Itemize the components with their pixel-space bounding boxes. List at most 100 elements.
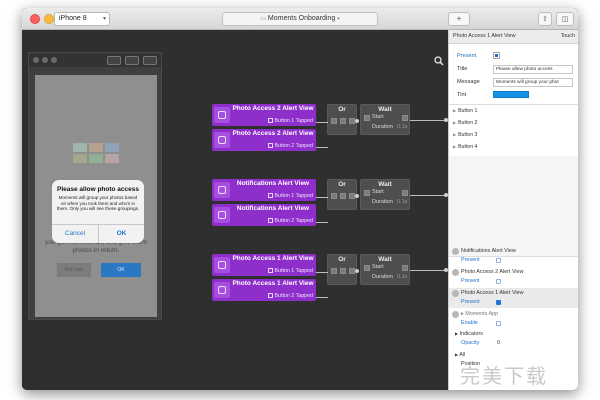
- plus-icon: +: [456, 14, 462, 23]
- or-title: Or: [338, 181, 346, 188]
- button-1-label: Button 1: [458, 108, 478, 114]
- or-title: Or: [338, 106, 346, 113]
- present-checkbox[interactable]: [496, 279, 501, 284]
- device-select-value: iPhone 8: [59, 15, 87, 22]
- output-port[interactable]: [402, 265, 408, 271]
- message-field[interactable]: Moments will group your phot: [493, 78, 573, 87]
- patch-node[interactable]: Notifications Alert View Button 2 Tapped: [212, 204, 316, 226]
- layer-title[interactable]: Photo Access 2 Alert View: [461, 269, 524, 275]
- input-port[interactable]: [331, 268, 337, 274]
- title-field[interactable]: Please allow photo access: [493, 65, 573, 74]
- or-node[interactable]: Or: [327, 179, 357, 210]
- present-checkbox[interactable]: [496, 258, 501, 263]
- disclosure-triangle-icon: ▶: [455, 331, 459, 336]
- start-label: Start: [372, 114, 384, 120]
- layer-title[interactable]: Photo Access 1 Alert View: [461, 290, 524, 296]
- layer-title[interactable]: Notifications Alert View: [461, 248, 516, 254]
- button-4-label: Button 4: [458, 144, 478, 150]
- preview-dot: [51, 57, 57, 63]
- output-port[interactable]: [402, 190, 408, 196]
- indicators-group[interactable]: ▶ Indicators: [455, 331, 483, 337]
- node-title: Notifications Alert View: [236, 205, 310, 212]
- output-port[interactable]: Button 1 Tapped: [267, 193, 313, 199]
- duration-value[interactable]: 0.1s: [397, 124, 408, 130]
- patch-node[interactable]: Photo Access 1 Alert View Button 1 Tappe…: [212, 254, 316, 276]
- disclosure-triangle-icon: ▶: [453, 132, 457, 137]
- share-icon: ⇧: [542, 16, 548, 23]
- tint-color-swatch[interactable]: [493, 91, 529, 98]
- opacity-value[interactable]: 0: [497, 340, 500, 346]
- or-node[interactable]: Or: [327, 104, 357, 135]
- button-1-row[interactable]: ▶Button 1: [453, 108, 477, 114]
- duration-value[interactable]: 0.1s: [397, 274, 408, 280]
- input-port[interactable]: [340, 268, 346, 274]
- photo-thumb: [105, 154, 119, 163]
- alert-ok-button[interactable]: OK: [116, 230, 127, 237]
- enable-checkbox[interactable]: [496, 321, 501, 326]
- settings-icon[interactable]: [143, 56, 157, 65]
- patch-canvas[interactable]: you get from friends, and give them phot…: [22, 30, 448, 390]
- title-label: Title: [457, 66, 468, 72]
- output-port[interactable]: Button 2 Tapped: [267, 218, 313, 224]
- touch-toggle[interactable]: Touch: [560, 33, 575, 39]
- wait-title: Wait: [378, 106, 392, 113]
- wait-title: Wait: [378, 181, 392, 188]
- ok-button[interactable]: OK: [101, 263, 141, 277]
- alert-cancel-button[interactable]: Cancel: [64, 230, 86, 237]
- duration-value[interactable]: 0.1s: [397, 199, 408, 205]
- alert-view-icon: [214, 132, 230, 148]
- patch-node[interactable]: Photo Access 2 Alert View Button 2 Tappe…: [212, 129, 316, 151]
- all-group[interactable]: ▶ All: [455, 352, 465, 358]
- inspector-header: Photo Access 1 Alert View Touch: [449, 30, 578, 44]
- wait-node[interactable]: Wait Start Duration 0.1s: [360, 254, 410, 285]
- input-port[interactable]: [331, 118, 337, 124]
- wait-node[interactable]: Wait Start Duration 0.1s: [360, 179, 410, 210]
- output-port[interactable]: [349, 268, 355, 274]
- input-port[interactable]: [340, 118, 346, 124]
- output-port[interactable]: Button 1 Tapped: [267, 268, 313, 274]
- or-node[interactable]: Or: [327, 254, 357, 285]
- layer-present-label: Present: [461, 257, 480, 263]
- layout-icon: ◫: [561, 16, 569, 23]
- not-now-button[interactable]: Not now: [57, 263, 91, 277]
- input-port[interactable]: [364, 190, 370, 196]
- button-2-row[interactable]: ▶Button 2: [453, 120, 477, 126]
- patch-node[interactable]: Notifications Alert View Button 1 Tapped: [212, 179, 316, 201]
- output-port[interactable]: [349, 193, 355, 199]
- rotate-icon[interactable]: [107, 56, 121, 65]
- minimize-window-button[interactable]: [44, 14, 54, 24]
- search-icon[interactable]: [434, 56, 444, 66]
- input-port[interactable]: [364, 265, 370, 271]
- layer-title[interactable]: ▸ Moments App: [461, 311, 499, 317]
- alert-divider: [98, 224, 99, 243]
- share-button[interactable]: ⇧: [538, 12, 552, 26]
- input-port[interactable]: [340, 193, 346, 199]
- button-3-row[interactable]: ▶Button 3: [453, 132, 477, 138]
- start-label: Start: [372, 264, 384, 270]
- port-label: Button 1 Tapped: [274, 118, 314, 124]
- button-2-label: Button 2: [458, 120, 478, 126]
- output-port[interactable]: Button 1 Tapped: [267, 118, 314, 124]
- close-window-button[interactable]: [30, 14, 40, 24]
- device-select[interactable]: iPhone 8 ▾: [54, 12, 110, 26]
- present-checkbox[interactable]: [496, 300, 501, 305]
- connection-dot: [444, 268, 448, 272]
- button-4-row[interactable]: ▶Button 4: [453, 144, 477, 150]
- port-label: Button 2 Tapped: [274, 293, 314, 299]
- add-button[interactable]: +: [448, 12, 470, 26]
- layout-button[interactable]: ◫: [556, 12, 574, 26]
- output-port[interactable]: Button 2 Tapped: [267, 293, 314, 299]
- output-port[interactable]: [349, 118, 355, 124]
- output-port[interactable]: [402, 115, 408, 121]
- alert-view-icon: [214, 182, 230, 198]
- present-checkbox[interactable]: [493, 52, 500, 59]
- device-screen[interactable]: you get from friends, and give them phot…: [35, 75, 157, 317]
- camera-icon[interactable]: [125, 56, 139, 65]
- input-port[interactable]: [331, 193, 337, 199]
- patch-node[interactable]: Photo Access 2 Alert View Button 1 Tappe…: [212, 104, 316, 126]
- title-bar: iPhone 8 ▾ ▭ Moments Onboarding ▾ + ⇧ ◫: [22, 8, 578, 30]
- input-port[interactable]: [364, 115, 370, 121]
- patch-node[interactable]: Photo Access 1 Alert View Button 2 Tappe…: [212, 279, 316, 301]
- output-port[interactable]: Button 2 Tapped: [267, 143, 313, 149]
- wait-node[interactable]: Wait Start Duration 0.1s: [360, 104, 410, 135]
